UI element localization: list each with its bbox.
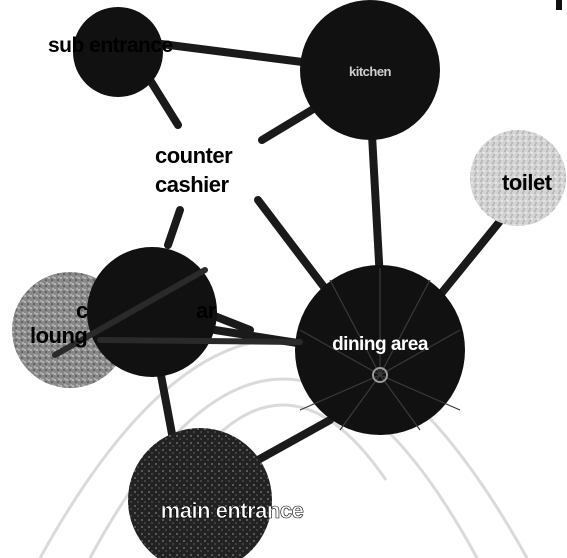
node-kitchen bbox=[300, 0, 440, 140]
link-lounge-dining-overlay bbox=[97, 337, 303, 345]
label-sub-entrance: sub entrance bbox=[48, 34, 173, 57]
label-bar: ar bbox=[196, 298, 217, 323]
label-counter-line1: counter bbox=[155, 143, 233, 168]
label-cashier-line2: cashier bbox=[155, 172, 229, 197]
label-lounge-line2: loung bbox=[30, 323, 87, 348]
link-kitchen-counter bbox=[258, 101, 324, 144]
link-overlay-layer bbox=[52, 267, 303, 358]
label-toilet: toilet bbox=[502, 170, 553, 195]
node-toilet bbox=[470, 130, 566, 226]
edge-mark bbox=[556, 0, 562, 10]
link-toilet-dining bbox=[436, 211, 509, 299]
label-dining-area: dining area bbox=[332, 334, 429, 355]
link-sub-entrance-counter bbox=[146, 76, 182, 129]
link-lounge-bar bbox=[52, 267, 208, 358]
label-kitchen: kitchen bbox=[349, 64, 392, 79]
node-sub-entrance bbox=[73, 7, 163, 97]
dining-area-rays bbox=[299, 268, 461, 431]
link-counter-bar bbox=[164, 206, 184, 249]
label-main-entrance: main entrance bbox=[161, 498, 304, 523]
node-main-entrance bbox=[128, 428, 272, 558]
dining-area-center-mark bbox=[372, 367, 388, 383]
link-kitchen-dining bbox=[368, 131, 384, 284]
link-counter-dining bbox=[254, 196, 334, 299]
label-lounge-line1: c bbox=[76, 298, 88, 323]
